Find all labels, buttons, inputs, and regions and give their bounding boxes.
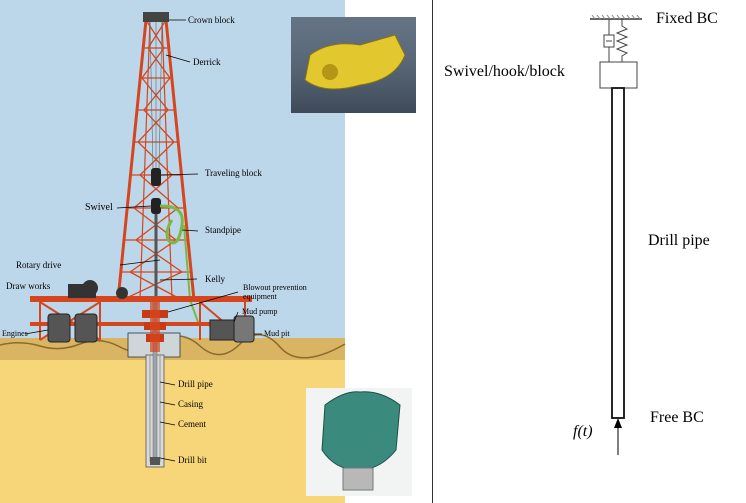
force-arrow-head — [614, 418, 622, 428]
label-swivel: Swivel — [85, 202, 113, 213]
label-derrick: Derrick — [193, 57, 221, 67]
label-casing: Casing — [178, 399, 204, 409]
label-standpipe: Standpipe — [205, 225, 241, 235]
label-fixed-bc: Fixed BC — [656, 10, 718, 27]
label-mud-pump: Mud pump — [242, 307, 278, 316]
label-cement: Cement — [178, 419, 206, 429]
drill-pipe-model — [611, 87, 625, 419]
label-drill-pipe: Drill pipe — [178, 379, 213, 389]
label-blowout-equipment: equipment — [243, 292, 277, 301]
mud-pump — [209, 319, 235, 341]
label-blowout-prevention: Blowout prevention — [243, 283, 307, 292]
engine-2 — [74, 313, 98, 343]
crown-block — [143, 12, 169, 22]
damper — [603, 19, 615, 62]
engine-1 — [47, 313, 71, 343]
sky-background — [0, 0, 345, 345]
swivel-part — [151, 198, 161, 214]
label-free-bc: Free BC — [650, 409, 704, 426]
label-swivel-hook-block: Swivel/hook/block — [444, 63, 565, 80]
ground-background — [0, 345, 345, 503]
rotary-drive-wheel — [116, 287, 128, 299]
rig-floor — [30, 296, 252, 302]
mud-pit — [233, 315, 255, 343]
drilling-rig-illustration — [0, 0, 416, 503]
panel-divider — [432, 0, 433, 503]
standpipe-hose — [159, 204, 184, 245]
label-force: f(t) — [573, 423, 593, 440]
label-rotary-drive: Rotary drive — [16, 260, 62, 270]
spring — [615, 19, 629, 62]
label-engines: Engines — [2, 329, 28, 338]
label-drill-pipe-model: Drill pipe — [648, 232, 710, 249]
label-kelly: Kelly — [205, 274, 225, 284]
swivel-hook-block-mass — [599, 61, 638, 89]
derrick-structure — [116, 19, 196, 301]
drill-string-model — [590, 14, 642, 455]
label-drill-bit: Drill bit — [178, 455, 207, 465]
label-draw-works: Draw works — [6, 281, 51, 291]
label-traveling-block: Traveling block — [205, 168, 262, 178]
label-mud-pit: Mud pit — [264, 329, 290, 338]
drill-bit-small — [150, 457, 160, 465]
label-crown-block: Crown block — [188, 15, 235, 25]
traveling-block — [151, 168, 161, 186]
